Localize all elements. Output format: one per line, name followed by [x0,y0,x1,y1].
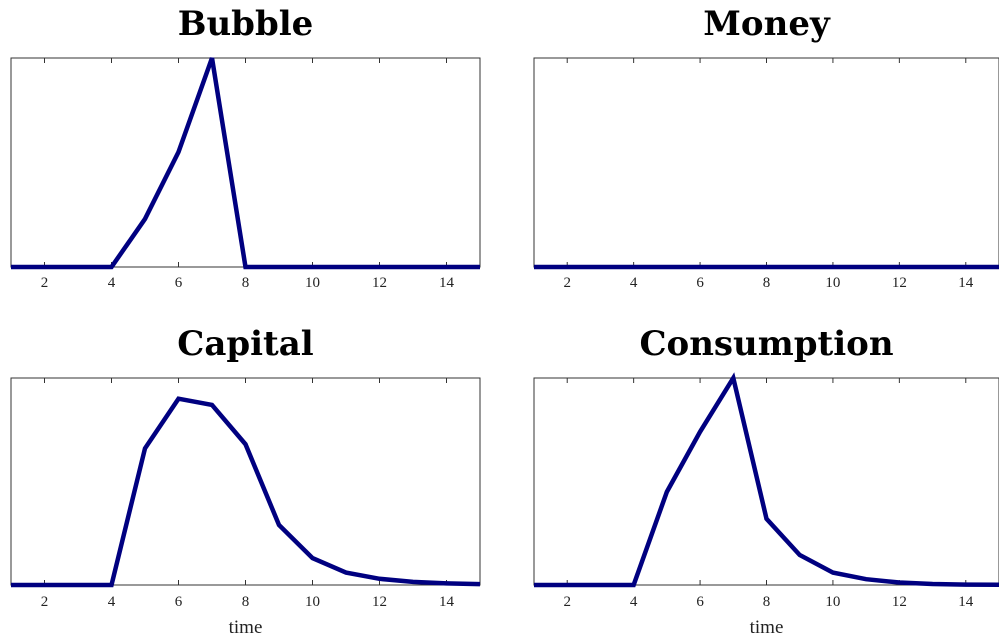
chart-title: Consumption [639,324,893,364]
x-tick-label: 12 [892,594,907,610]
x-tick-label: 14 [439,275,455,291]
x-axis-label: time [229,617,263,638]
x-tick-label: 2 [41,275,49,291]
x-tick-label: 4 [108,594,116,610]
plot-frame [533,377,999,586]
x-tick-label: 10 [305,275,320,291]
x-tick-label: 8 [763,275,771,291]
x-tick-label: 10 [825,594,840,610]
chart-panel-3: Capital 2 4 6 8 10 12 14 time [10,324,481,638]
series-line-1 [11,396,481,588]
x-axis-label: time [750,617,784,638]
x-tick-label: 6 [175,275,183,291]
x-tick-label: 12 [372,275,387,291]
series-line-1 [11,57,480,270]
x-tick-label: 14 [958,275,974,291]
series-line-1 [534,372,999,588]
chart-title: Money [703,4,831,44]
plot-frame [10,377,481,586]
chart-title: Capital [177,324,314,364]
x-tick-label: 4 [630,275,638,291]
x-tick-label: 14 [439,594,455,610]
x-tick-label: 10 [305,594,320,610]
chart-title: Bubble [178,4,314,44]
x-tick-label: 8 [763,594,771,610]
x-tick-label: 2 [563,275,571,291]
x-tick-label: 10 [825,275,840,291]
x-tick-label: 4 [108,275,116,291]
x-tick-label: 4 [630,594,638,610]
x-tick-label: 8 [242,275,250,291]
plot-frame [10,57,481,268]
plot-frame [533,57,999,268]
x-tick-label: 8 [242,594,250,610]
x-tick-label: 6 [696,275,704,291]
x-tick-label: 6 [175,594,183,610]
x-tick-label: 2 [563,594,571,610]
x-tick-label: 14 [958,594,974,610]
chart-panel-1: Bubble 2 4 6 8 10 12 14 [10,4,481,291]
x-tick-label: 6 [696,594,704,610]
x-tick-label: 2 [41,594,49,610]
chart-panel-4: Consumption 2 4 6 8 10 12 14 time [533,324,999,638]
chart-panel-2: Money 2 4 6 8 10 12 14 [533,4,999,291]
x-tick-label: 12 [372,594,387,610]
x-tick-label: 12 [892,275,907,291]
